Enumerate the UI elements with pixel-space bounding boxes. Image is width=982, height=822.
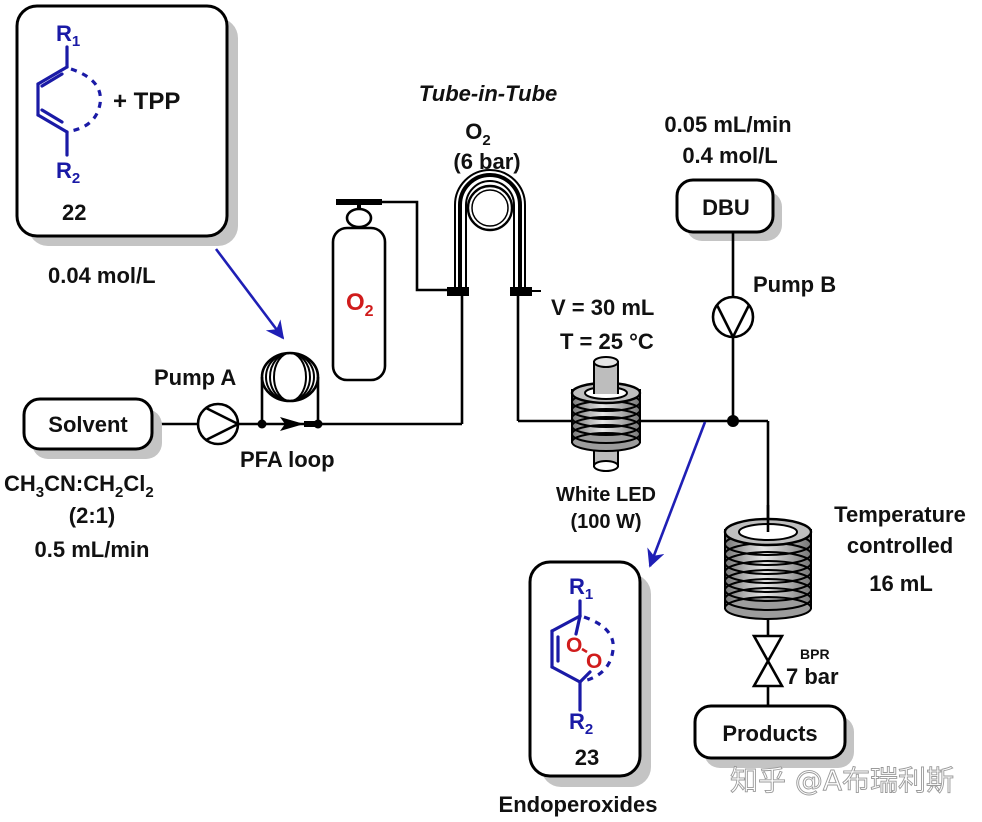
peroxide-o1: O — [566, 634, 582, 657]
dbu-label: DBU — [702, 195, 750, 220]
photoreactor-led-icon[interactable] — [570, 356, 642, 472]
pump-a-label: Pump A — [154, 365, 236, 390]
solvent-flow-rate: 0.5 mL/min — [35, 537, 150, 562]
endoperoxide-structure-icon — [550, 599, 615, 712]
solvent-composition: CH3CN:CH2Cl2 — [4, 471, 154, 501]
pump-b-label: Pump B — [753, 272, 836, 297]
solvent-reservoir: Solvent — [22, 397, 162, 459]
reactant-r1-label: R1 — [56, 21, 80, 50]
tube-in-tube-pressure: (6 bar) — [453, 149, 520, 174]
solvent-label: Solvent — [48, 412, 128, 437]
pfa-loop-icon[interactable] — [257, 351, 323, 431]
temperature-coil-icon[interactable] — [723, 505, 813, 620]
pump-a-icon[interactable] — [196, 402, 241, 446]
output-arrow — [647, 421, 707, 568]
reactant-concentration: 0.04 mol/L — [48, 263, 156, 288]
compound-23-label: 23 — [575, 745, 599, 770]
led-power: (100 W) — [570, 511, 641, 533]
product-box: O O R1 R2 23 — [528, 560, 651, 787]
bpr-label: BPR — [800, 646, 830, 662]
product-r2-label: R2 — [569, 709, 593, 738]
dbu-reservoir: DBU — [675, 178, 782, 241]
reactant-r2-label: R2 — [56, 158, 80, 187]
solvent-ratio: (2:1) — [69, 503, 115, 528]
reactor-volume: V = 30 mL — [551, 295, 654, 320]
product-r1-label: R1 — [569, 574, 593, 603]
product-box-frame — [528, 560, 642, 778]
temp-coil-volume: 16 mL — [869, 571, 933, 596]
injection-arrow — [214, 248, 285, 340]
tpp-label: + TPP — [113, 88, 180, 115]
compound-22-label: 22 — [62, 200, 86, 225]
dbu-flow-rate: 0.05 mL/min — [664, 112, 791, 137]
tube-in-tube-gas: O2 — [465, 119, 490, 149]
watermark: 知乎 @A布瑞利斯 — [730, 764, 954, 797]
oxygen-cylinder-icon[interactable] — [331, 199, 387, 382]
gas-line — [382, 200, 448, 292]
bpr-valve-icon[interactable] — [751, 634, 785, 688]
products-label: Products — [722, 721, 817, 746]
led-label: White LED — [556, 484, 656, 506]
reactant-box: R1 R2 + TPP 22 — [15, 4, 238, 246]
diene-structure-icon — [36, 45, 103, 157]
products-box — [693, 704, 847, 760]
reactor-temperature: T = 25 °C — [560, 329, 654, 354]
tube-in-tube-title: Tube-in-Tube — [419, 81, 558, 106]
product-caption: Endoperoxides — [499, 792, 658, 817]
temp-coil-line2: controlled — [847, 533, 953, 558]
pump-b-icon[interactable] — [711, 295, 755, 340]
temp-coil-line1: Temperature — [834, 502, 966, 527]
dbu-concentration: 0.4 mol/L — [682, 143, 777, 168]
reactant-box-frame — [15, 4, 229, 238]
pfa-loop-label: PFA loop — [240, 447, 335, 472]
dbu-box — [675, 178, 775, 234]
products-collector: Products — [693, 704, 854, 768]
solvent-box — [22, 397, 154, 451]
peroxide-o2: O — [586, 650, 602, 673]
mixing-junction — [727, 415, 739, 427]
bpr-pressure: 7 bar — [786, 664, 839, 689]
cylinder-o2-label: O2 — [346, 289, 374, 320]
tube-in-tube-icon[interactable] — [447, 169, 541, 296]
